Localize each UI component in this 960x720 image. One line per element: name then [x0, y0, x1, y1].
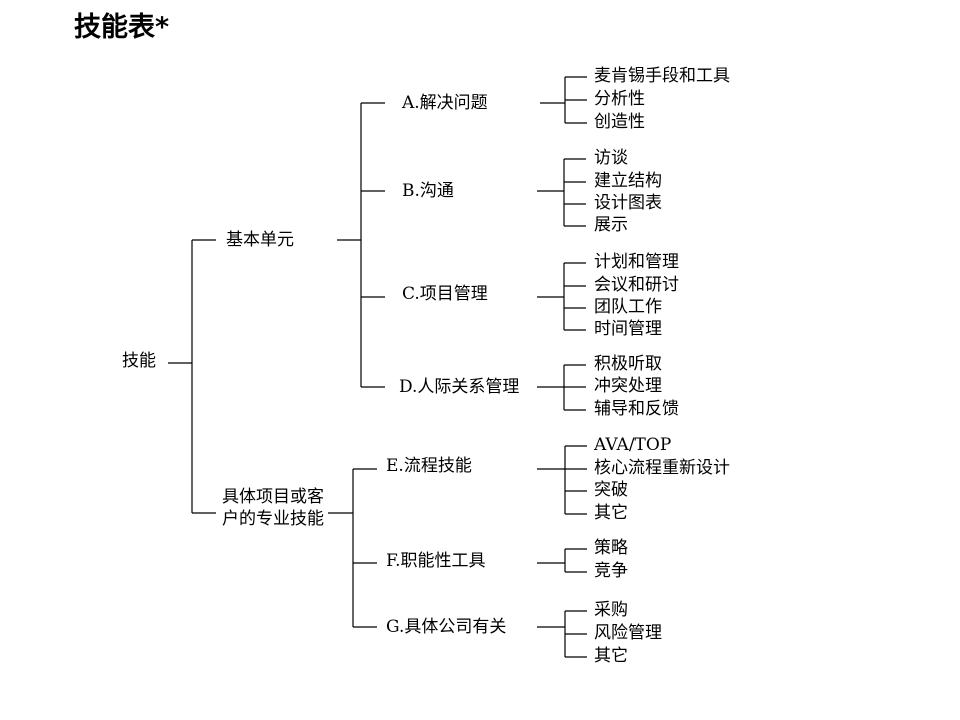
leaf-node-label: 竞争	[594, 561, 628, 581]
leaf-node-label: 其它	[594, 646, 628, 666]
leaf-node-label: 突破	[594, 480, 628, 500]
level2-node-label: D.人际关系管理	[399, 377, 520, 397]
leaf-node-label: 积极听取	[594, 354, 662, 374]
leaf-node-label: 核心流程重新设计	[594, 458, 730, 478]
leaf-node-label: 冲突处理	[594, 376, 662, 396]
leaf-node-label: 访谈	[594, 148, 628, 168]
leaf-node-label: 采购	[594, 600, 628, 620]
leaf-node-label: 其它	[594, 503, 628, 523]
level1-node-label: 具体项目或客户的专业技能	[222, 487, 324, 529]
leaf-node-label: 风险管理	[594, 623, 662, 643]
level2-node-label: E.流程技能	[386, 456, 472, 476]
leaf-node-label: 时间管理	[594, 319, 662, 339]
leaf-node-label: 策略	[594, 538, 628, 558]
leaf-node-label: 辅导和反馈	[594, 399, 679, 419]
leaf-node-label: 团队工作	[594, 297, 662, 317]
leaf-node-label: AVA/TOP	[594, 435, 672, 455]
leaf-node-label: 展示	[594, 215, 628, 235]
leaf-node-label: 计划和管理	[594, 252, 679, 272]
level2-node-label: G.具体公司有关	[386, 617, 507, 637]
leaf-node-label: 设计图表	[594, 193, 662, 213]
leaf-node-label: 分析性	[594, 89, 645, 109]
leaf-node-label: 麦肯锡手段和工具	[594, 66, 730, 86]
root-node-label: 技能	[122, 351, 156, 371]
level1-node-label: 基本单元	[226, 230, 294, 250]
page-title: 技能表*	[74, 12, 170, 43]
level2-node-label: B.沟通	[402, 181, 454, 201]
leaf-node-label: 会议和研讨	[594, 275, 679, 295]
leaf-node-label: 建立结构	[594, 171, 662, 191]
leaf-node-label: 创造性	[594, 112, 645, 132]
level2-node-label: F.职能性工具	[386, 551, 486, 571]
level2-node-label: A.解决问题	[402, 93, 488, 113]
level2-node-label: C.项目管理	[402, 284, 488, 304]
